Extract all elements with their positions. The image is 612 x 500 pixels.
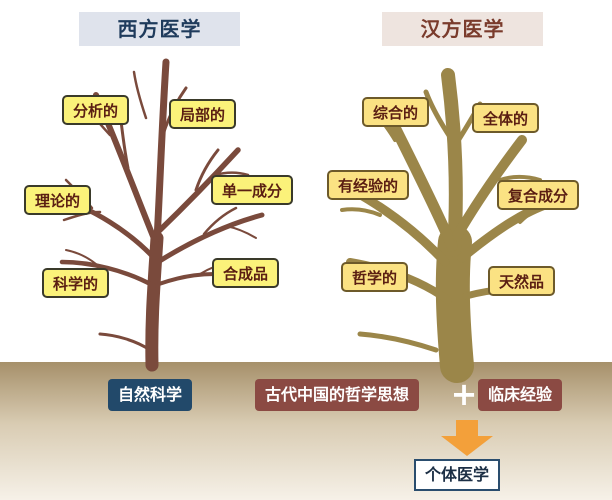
eastern-label-philosophical: 哲学的 (341, 262, 409, 292)
natural-science-box: 自然科学 (108, 379, 193, 411)
eastern-label-holistic: 全体的 (472, 103, 540, 133)
clinical-experience-box: 临床经验 (478, 379, 563, 411)
eastern-label-empirical: 有经验的 (327, 170, 410, 200)
eastern-title: 汉方医学 (382, 12, 543, 46)
western-title: 西方医学 (79, 12, 240, 46)
western-label-scientific: 科学的 (42, 268, 110, 298)
ancient-philosophy-box: 古代中国的哲学思想 (255, 379, 420, 411)
down-arrow-icon (441, 420, 493, 456)
western-label-theoretical: 理论的 (24, 185, 92, 215)
western-label-analytic: 分析的 (62, 95, 130, 125)
western-label-single-component: 单一成分 (211, 175, 294, 205)
eastern-label-natural-product: 天然品 (488, 266, 556, 296)
eastern-label-comprehensive: 综合的 (362, 97, 430, 127)
eastern-label-compound-component: 复合成分 (497, 180, 580, 210)
western-label-synthetic: 合成品 (212, 258, 280, 288)
individual-medicine-box: 个体医学 (414, 459, 501, 491)
western-label-local: 局部的 (169, 99, 237, 129)
plus-icon: + (450, 375, 478, 413)
